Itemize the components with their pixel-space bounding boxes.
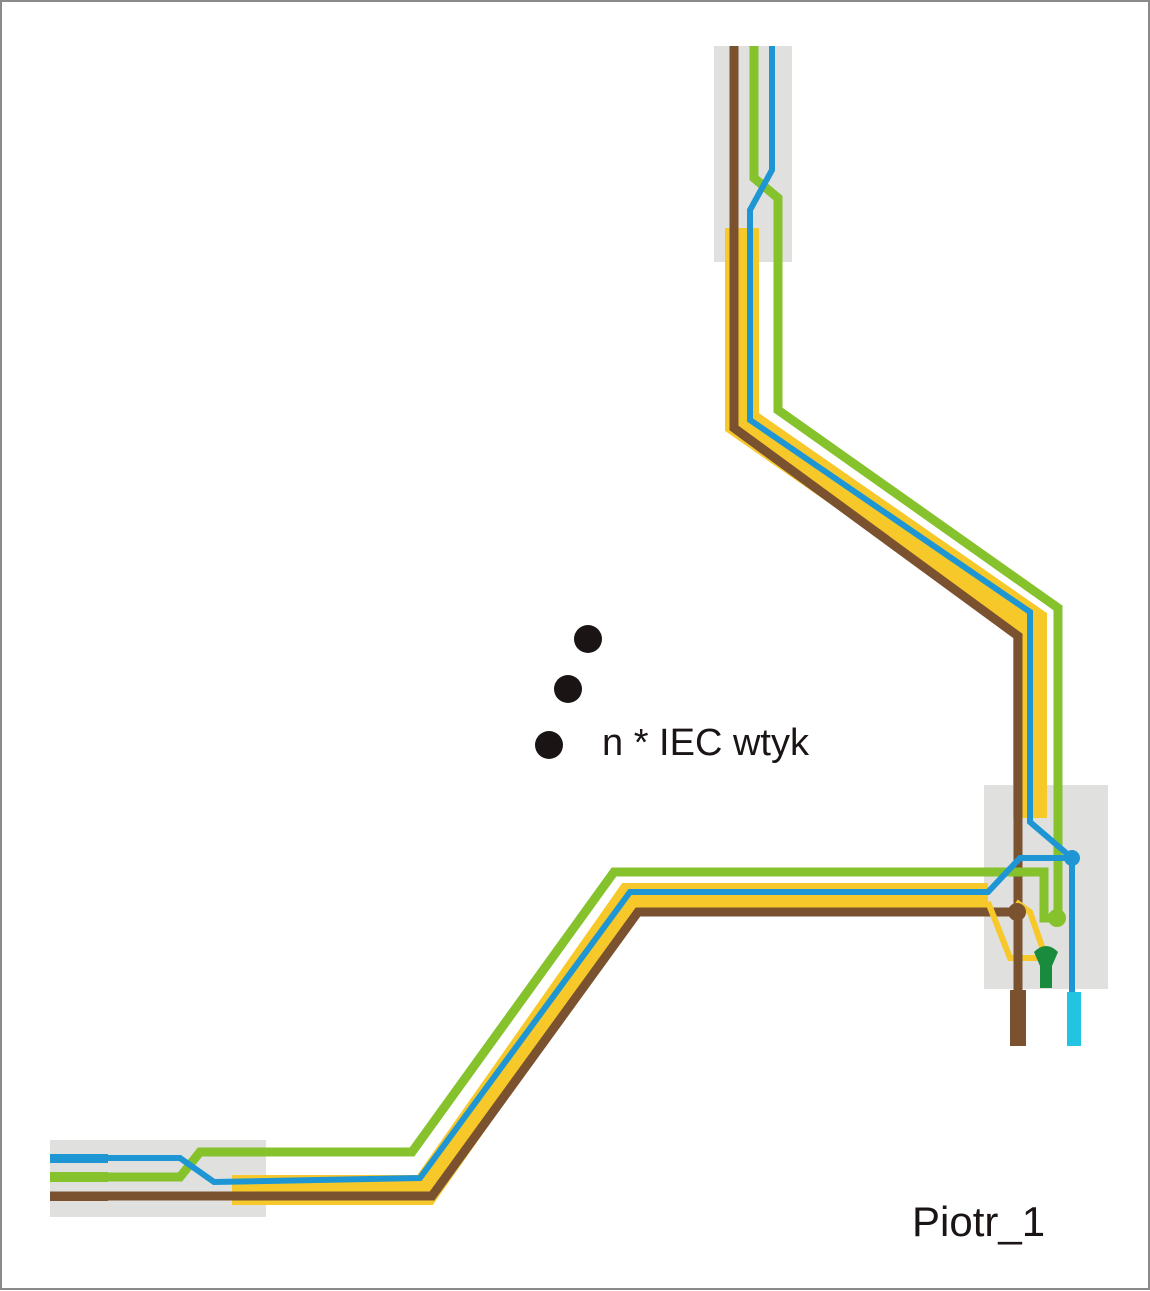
pin-end-brown (50, 1192, 108, 1201)
author-signature: Piotr_1 (912, 1198, 1046, 1245)
pin-end-blue (50, 1154, 108, 1163)
ellipsis-dot (535, 731, 563, 759)
ground-terminal-icon (1034, 946, 1058, 966)
top-cable-blue-wire (747, 46, 1074, 861)
blue-terminal-dot (1064, 850, 1080, 866)
bottom-cable-brown-wire (50, 907, 1018, 1201)
brown-terminal-dot (1008, 903, 1026, 921)
bottom-left-pin-ends (50, 1154, 108, 1201)
top-cable-green-wire (749, 46, 1063, 918)
ellipsis-dots (535, 625, 602, 759)
bottom-cable-yellow-sheath (232, 883, 988, 1205)
ellipsis-dot (554, 675, 582, 703)
top-cable-brown-wire (729, 46, 1023, 908)
green-terminal-dot (1048, 909, 1066, 927)
bottom-cable-green-wire (50, 867, 1058, 1182)
ellipsis-dot (574, 625, 602, 653)
pin-end-green (50, 1172, 108, 1182)
bottom-cable-blue-wire (50, 855, 1072, 1186)
top-cable (725, 46, 1074, 918)
bottom-cable (50, 855, 1072, 1205)
iec-plug-caption: n * IEC wtyk (602, 722, 809, 764)
